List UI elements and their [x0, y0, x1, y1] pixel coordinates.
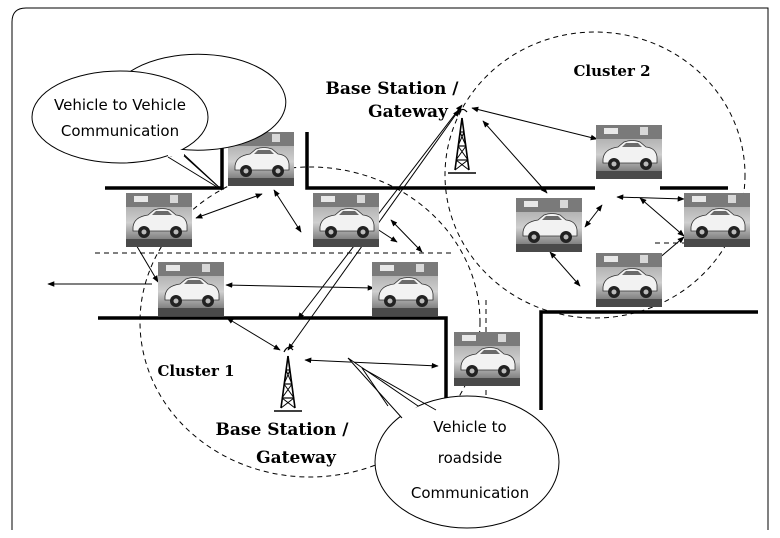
v2v-callout-ellipse: [31, 70, 209, 164]
v2v-label-line1: Vehicle to Vehicle: [54, 96, 186, 114]
car-photo-icon: [125, 192, 193, 248]
v2v-tail-mask: [168, 150, 184, 156]
v2v-callout-tail: [167, 153, 223, 191]
base-station-top-line1: Base Station /: [326, 79, 460, 99]
v2r-callout-tail: [347, 357, 419, 419]
frame-border: [11, 7, 769, 530]
car-photo-icon: [683, 192, 751, 248]
car-photo-icon: [595, 252, 663, 308]
car-photo-icon: [595, 124, 663, 180]
base-station-bottom-line2: Gateway: [256, 448, 337, 468]
cluster-2-label: Cluster 2: [573, 62, 650, 80]
v2r-label-line2: roadside: [438, 449, 502, 467]
car-photo-icon: [157, 261, 225, 317]
cluster-1-label: Cluster 1: [157, 362, 234, 380]
v2r-callout-tail-2: [361, 367, 437, 411]
car-photo-icon: [515, 197, 583, 253]
car-photo-icon: [371, 261, 439, 317]
car-photo-icon: [312, 192, 380, 248]
v2r-callout-ellipse: [374, 395, 560, 529]
v2v-label-line2: Communication: [61, 122, 179, 140]
base-station-top-line2: Gateway: [368, 102, 449, 122]
v2r-label-line3: Communication: [411, 484, 529, 502]
base-station-bottom-line1: Base Station /: [216, 420, 350, 440]
radio-tower-icon: [273, 346, 303, 412]
v2r-label-line1: Vehicle to: [433, 418, 506, 436]
car-photo-icon: [453, 331, 521, 387]
